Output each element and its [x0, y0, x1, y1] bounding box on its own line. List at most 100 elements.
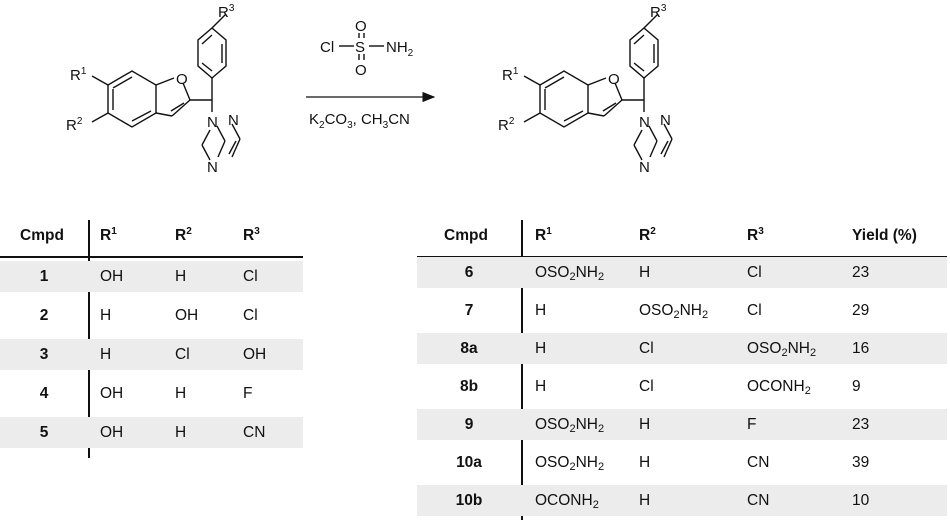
cell-r2: OSO2NH2 — [639, 302, 709, 321]
svg-text:N: N — [639, 159, 650, 176]
cell-cmpd: 7 — [464, 302, 474, 319]
header-cmpd: Cmpd — [20, 227, 64, 244]
cell-cmpd: 9 — [464, 416, 474, 433]
table-row: 2 H OH Cl — [0, 300, 303, 331]
cell-cmpd: 8b — [459, 378, 479, 395]
table-row: 9 OSO2NH2 H F 23 — [417, 409, 947, 440]
cell-r1: OCONH2 — [535, 492, 599, 511]
table-row: 7 H OSO2NH2 Cl 29 — [417, 295, 947, 326]
svg-text:NH2: NH2 — [386, 39, 414, 59]
cell-r3: CN — [747, 454, 770, 471]
header-r2: R2 — [639, 226, 656, 245]
table-row: 8b H Cl OCONH2 9 — [417, 371, 947, 402]
table-row: 10a OSO2NH2 H CN 39 — [417, 447, 947, 478]
reactant-structure — [91, 13, 241, 161]
cell-r2: H — [639, 454, 651, 471]
cell-r1: OSO2NH2 — [535, 264, 605, 283]
cell-cmpd: 5 — [39, 424, 49, 441]
svg-text:S: S — [355, 39, 365, 56]
cell-yield: 23 — [852, 264, 870, 281]
cell-r1: H — [535, 378, 547, 395]
header-r2: R2 — [175, 226, 192, 245]
cell-r3: CN — [747, 492, 770, 509]
cell-r3: OCONH2 — [747, 378, 811, 397]
svg-text:Cl: Cl — [320, 39, 334, 56]
cell-r3: Cl — [243, 307, 258, 324]
svg-text:R2: R2 — [66, 116, 83, 134]
cell-yield: 16 — [852, 340, 870, 357]
cell-yield: 29 — [852, 302, 870, 319]
cell-r3: OSO2NH2 — [747, 340, 817, 359]
header-rule — [0, 256, 303, 258]
header-r1: R1 — [535, 226, 552, 245]
cell-r2: H — [175, 385, 187, 402]
cell-r2: H — [639, 264, 651, 281]
header-r3: R3 — [747, 226, 764, 245]
cell-r2: H — [175, 268, 187, 285]
cell-r2: OH — [175, 307, 199, 324]
cell-r2: H — [175, 424, 187, 441]
reaction-scheme: R1 R2 O R3 N N N Cl S O O NH2 K2CO3, CH3… — [66, 3, 673, 176]
svg-text:N: N — [228, 112, 239, 129]
reaction-conditions: K2CO3, CH3CN — [309, 111, 410, 131]
cell-cmpd: 10a — [456, 454, 482, 471]
cell-cmpd: 6 — [464, 264, 474, 281]
svg-text:N: N — [660, 112, 671, 129]
cell-r3: Cl — [243, 268, 258, 285]
header-r3: R3 — [243, 226, 260, 245]
product-structure — [523, 13, 673, 161]
cell-r1: OH — [100, 424, 124, 441]
cell-r3: Cl — [747, 264, 762, 281]
cell-r3: F — [243, 385, 253, 402]
cell-cmpd: 2 — [39, 307, 49, 324]
svg-text:R1: R1 — [502, 66, 519, 84]
svg-text:R3: R3 — [650, 3, 667, 21]
cell-r2: Cl — [639, 378, 654, 395]
cell-r2: Cl — [639, 340, 654, 357]
cell-r2: H — [639, 416, 651, 433]
cell-yield: 9 — [852, 378, 861, 395]
svg-text:R1: R1 — [70, 66, 87, 84]
svg-text:R3: R3 — [218, 3, 235, 21]
cell-r1: H — [100, 307, 112, 324]
column-divider — [521, 220, 523, 520]
svg-text:R2: R2 — [498, 116, 515, 134]
cell-yield: 23 — [852, 416, 870, 433]
svg-text:N: N — [639, 114, 650, 131]
svg-text:O: O — [355, 18, 367, 35]
reagent-structure: Cl S O O NH2 — [320, 18, 414, 79]
cell-r1: H — [535, 302, 547, 319]
table-row: 6 OSO2NH2 H Cl 23 — [417, 257, 947, 288]
cell-r1: H — [100, 346, 112, 363]
header-r1: R1 — [100, 226, 117, 245]
table-row: 10b OCONH2 H CN 10 — [417, 485, 947, 516]
header-cmpd: Cmpd — [444, 227, 488, 244]
reactant-labels: R1 R2 O R3 N N N — [66, 3, 239, 176]
svg-text:N: N — [207, 114, 218, 131]
cell-r3: OH — [243, 346, 267, 363]
svg-text:O: O — [355, 62, 367, 79]
svg-text:O: O — [608, 71, 620, 88]
svg-text:N: N — [207, 159, 218, 176]
cell-r1: OSO2NH2 — [535, 416, 605, 435]
header-yield: Yield (%) — [852, 227, 917, 244]
svg-text:O: O — [176, 71, 188, 88]
cell-r3: CN — [243, 424, 266, 441]
cell-cmpd: 4 — [39, 385, 49, 402]
cell-r1: OSO2NH2 — [535, 454, 605, 473]
cell-r1: OH — [100, 268, 124, 285]
table-row: 5 OH H CN — [0, 417, 303, 448]
cell-r2: H — [639, 492, 651, 509]
cell-cmpd: 10b — [455, 492, 483, 509]
cell-r3: F — [747, 416, 757, 433]
cell-yield: 39 — [852, 454, 870, 471]
cell-yield: 10 — [852, 492, 870, 509]
cell-r3: Cl — [747, 302, 762, 319]
product-labels: R1 R2 O R3 N N N — [498, 3, 671, 176]
